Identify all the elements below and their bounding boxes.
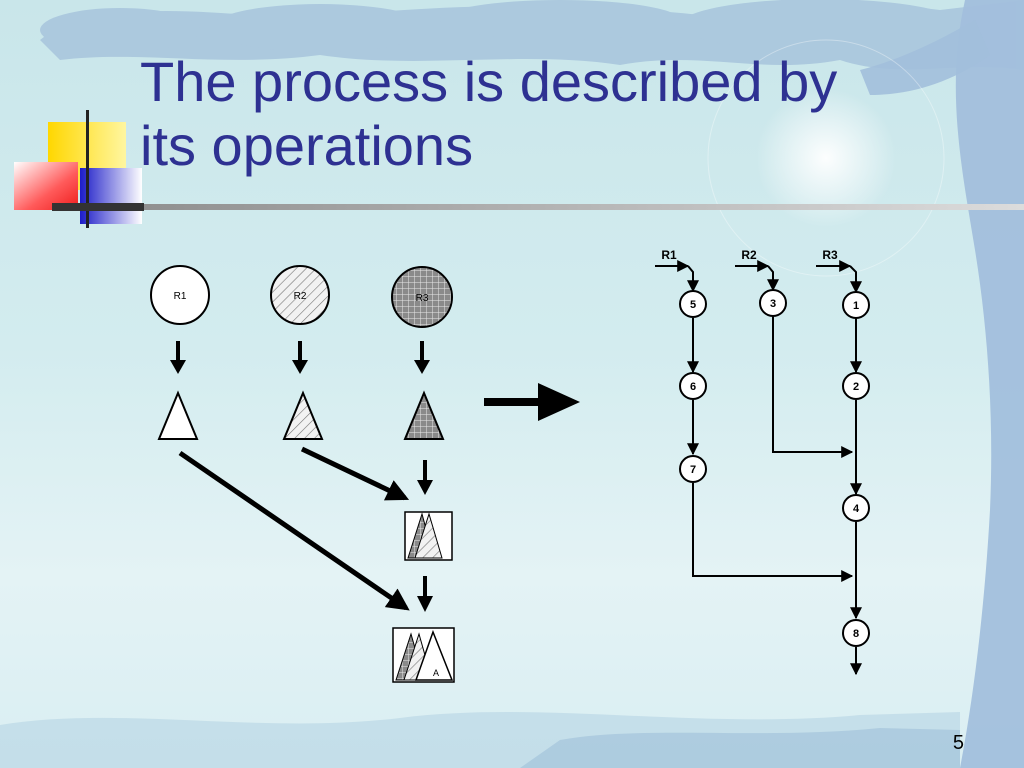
op-node-4: 4: [842, 494, 870, 522]
transition-arrow: [484, 383, 580, 421]
tree-trunk: [955, 0, 1024, 768]
triangle-r3: [403, 390, 445, 440]
foliage: [40, 0, 1024, 70]
resource-r3-label: R3: [416, 293, 429, 304]
op-node-5: 5: [679, 290, 707, 318]
title-line-2: its operations: [140, 114, 474, 177]
svg-text:6: 6: [690, 381, 696, 393]
arrow-r2-to-assembly: [300, 446, 410, 501]
op-node-7: 7: [679, 455, 707, 483]
accent-blocks: [14, 110, 1024, 228]
flow-resource-r3: R3: [822, 248, 838, 262]
resource-r2: R2: [270, 265, 330, 325]
title-line-1: The process is described by: [140, 50, 838, 113]
triangle-r1: [157, 390, 199, 440]
op-node-3: 3: [759, 289, 787, 317]
svg-text:4: 4: [853, 503, 860, 515]
op-node-1: 1: [842, 291, 870, 319]
resource-r3: R3: [391, 266, 453, 328]
arrow-assembly-to-final: [417, 576, 433, 612]
triangle-r2: [282, 390, 324, 440]
svg-text:2: 2: [853, 381, 859, 393]
op-node-6: 6: [679, 372, 707, 400]
tree-branch: [860, 20, 990, 95]
svg-text:8: 8: [853, 628, 859, 640]
final-product: A: [392, 627, 455, 683]
resource-r2-label: R2: [294, 291, 307, 302]
sun-glow: [756, 88, 896, 228]
assembly-1: [404, 511, 453, 561]
flow-lines: [655, 260, 862, 676]
arrow-r3-to-assembly: [417, 460, 433, 495]
resource-r1: R1: [150, 265, 210, 325]
slide-title: The process is described by its operatio…: [140, 50, 1000, 178]
flow-resource-r2: R2: [741, 248, 757, 262]
op-node-8: 8: [842, 619, 870, 647]
op-node-2: 2: [842, 372, 870, 400]
svg-text:1: 1: [853, 300, 859, 312]
arrow-r1-to-final: [178, 450, 410, 611]
svg-text:7: 7: [690, 464, 696, 476]
down-arrows: [170, 341, 430, 374]
resource-r1-label: R1: [174, 291, 187, 302]
svg-text:5: 5: [690, 299, 696, 311]
final-product-label: A: [433, 668, 439, 678]
flow-resource-r1: R1: [661, 248, 677, 262]
svg-text:3: 3: [770, 298, 776, 310]
page-number: 5: [952, 732, 964, 754]
